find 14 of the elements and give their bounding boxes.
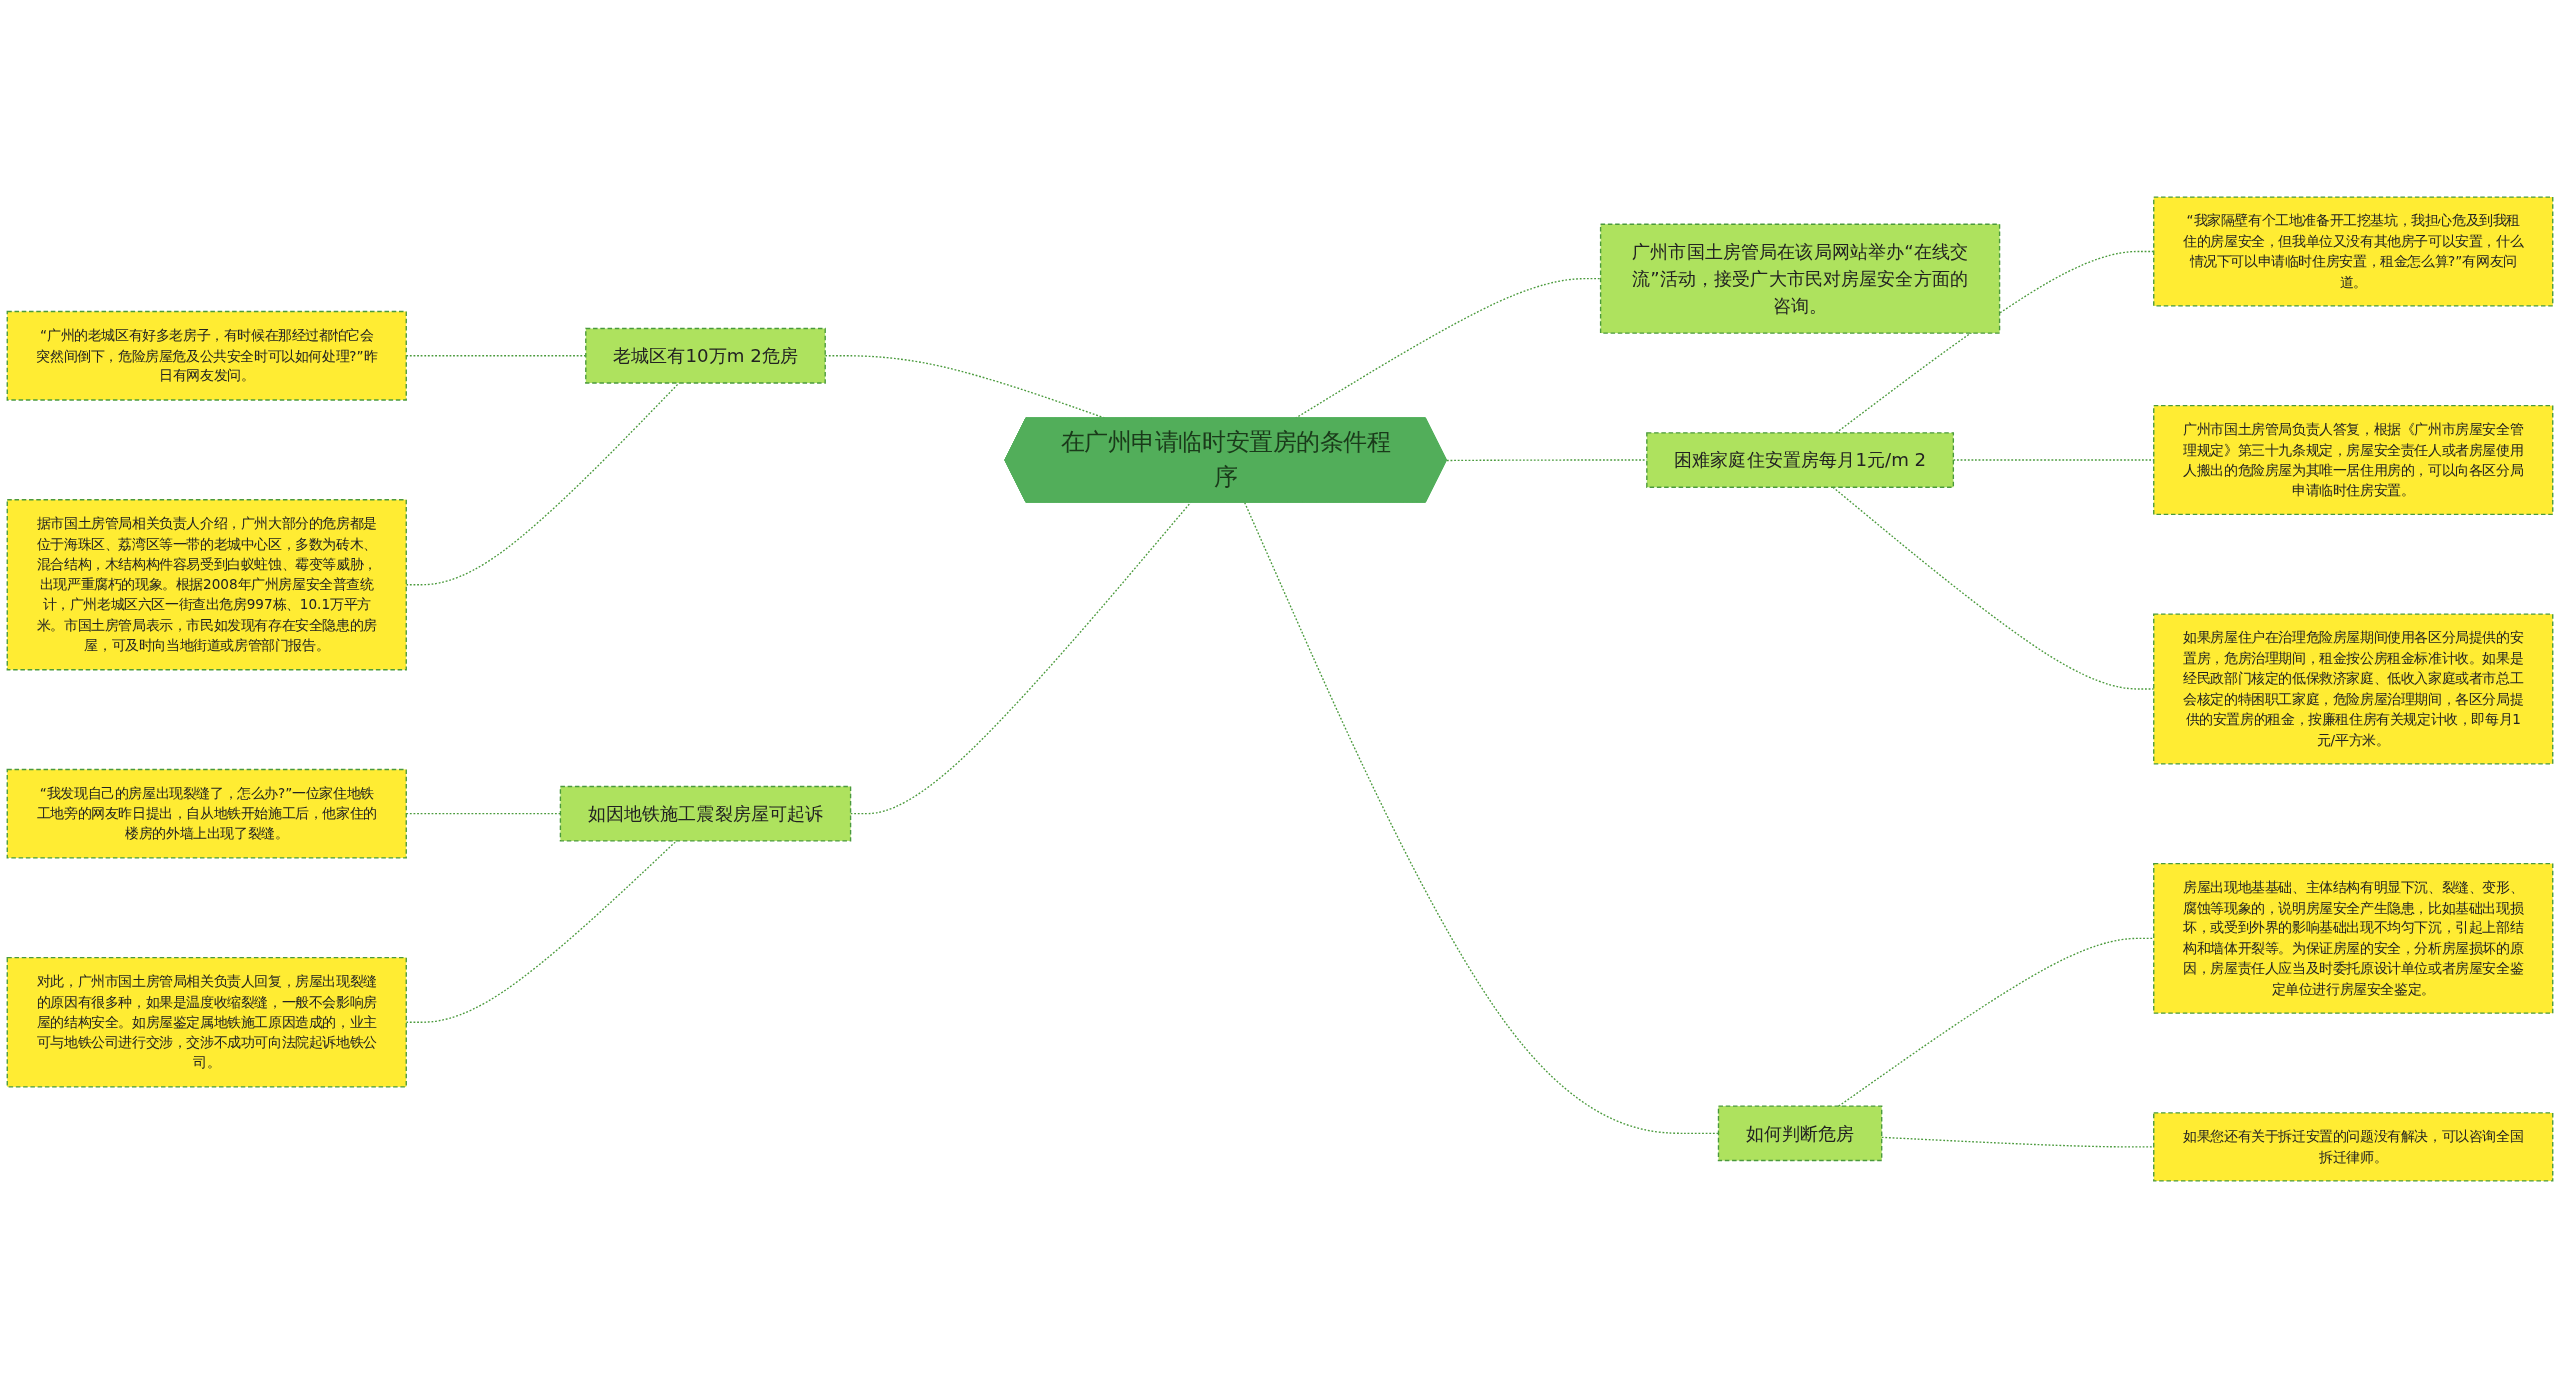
node-box: “广州的老城区有好多老房子，有时候在那经过都怕它会突然间倒下，危险房屋危及公共安全时可以如何处理?”昨日有网友发问。 (6, 310, 407, 401)
node-box: 如因地铁施工震裂房屋可起诉 (559, 785, 852, 842)
node-box: 对此，广州市国土房管局相关负责人回复，房屋出现裂缝的原因有很多种，如果是温度收缩裂缝，一般不会影响房屋的结构安全。如房屋鉴定属地铁施工原因造成的，业主可与地铁公司进行交涉，交涉不成功可向法院起诉地铁公司。 (6, 956, 407, 1088)
node-box: 老城区有10万m 2危房 (585, 327, 826, 384)
node-box: 如何判断危房 (1717, 1105, 1883, 1162)
node-box: “我发现自己的房屋出现裂缝了，怎么办?”一位家住地铁工地旁的网友昨日提出，自从地铁开始施工后，他家住的楼房的外墙上出现了裂缝。 (6, 768, 407, 859)
node-box: 广州市国土房管局在该局网站举办“在线交流”活动，接受广大市民对房屋安全方面的咨询。 (1599, 223, 2001, 334)
node-box: 广州市国土房管局负责人答复，根据《广州市房屋安全管理规定》第三十九条规定，房屋安全责任人或者房屋使用人搬出的危险房屋为其唯一居住用房的，可以向各区分局申请临时住房安置。 (2153, 404, 2554, 516)
node-box: 据市国土房管局相关负责人介绍，广州大部分的危房都是位于海珠区、荔湾区等一带的老城中心区，多数为砖木、混合结构，木结构构件容易受到白蚁蛀蚀、霉变等威胁，出现严重腐朽的现象。根据2008年广州房屋安全普查统计，广州老城区六区一街查出危房997栋、10.1万平方米。市国土房管局表示，市民如发现有存在安全隐患的房屋，可及时向当地街道或房管部门报告。 (6, 499, 407, 671)
node-box: 如果房屋住户在治理危险房屋期间使用各区分局提供的安置房，危房治理期间，租金按公房租金标准计收。如果是经民政部门核定的低保救济家庭、低收入家庭或者市总工会核定的特困职工家庭，危险房屋治理期间，各区分局提供的安置房的租金，按廉租住房有关规定计收，即每月1元/平方米。 (2153, 613, 2554, 765)
node-box: “我家隔壁有个工地准备开工挖基坑，我担心危及到我租住的房屋安全，但我单位又没有其他房子可以安置，什么情况下可以申请临时住房安置，租金怎么算?”有网友问道。 (2153, 196, 2554, 307)
node-box: 房屋出现地基基础、主体结构有明显下沉、裂缝、变形、腐蚀等现象的，说明房屋安全产生隐患，比如基础出现损坏，或受到外界的影响基础出现不均匀下沉，引起上部结构和墙体开裂等。为保证房屋的安全，分析房屋损坏的原因，房屋责任人应当及时委托原设计单位或者房屋安全鉴定单位进行房屋安全鉴定。 (2153, 862, 2554, 1014)
node-box: 困难家庭住安置房每月1元/m 2 (1646, 432, 1955, 488)
node-box: 如果您还有关于拆迁安置的问题没有解决，可以咨询全国拆迁律师。 (2153, 1112, 2554, 1182)
